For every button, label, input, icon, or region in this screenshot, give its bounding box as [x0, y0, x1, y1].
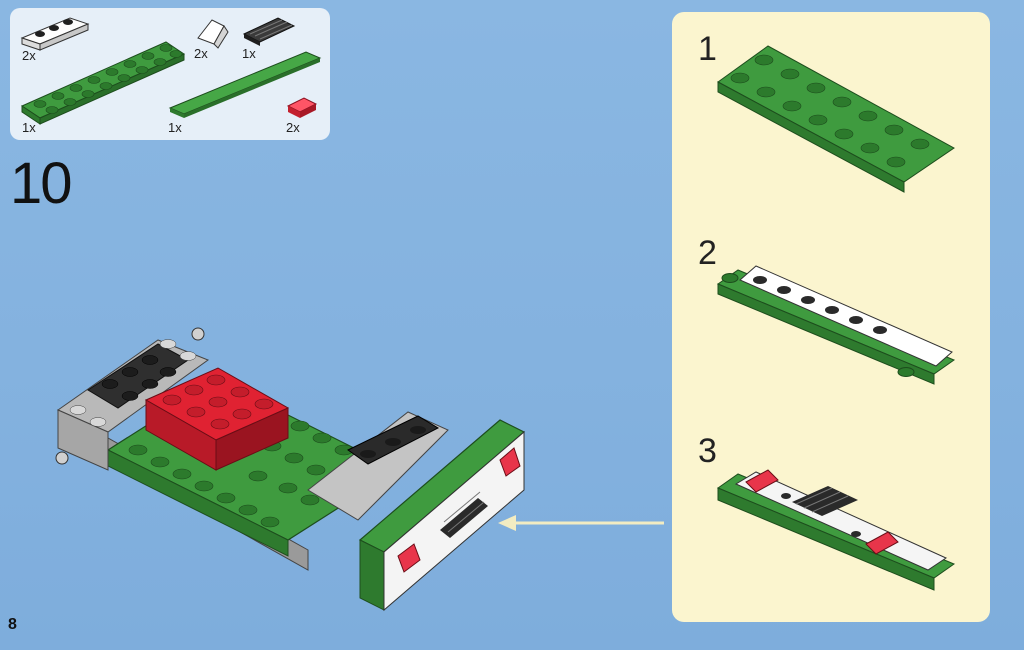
sub-step-2-number: 2 — [698, 234, 717, 272]
green-plate-2x8-icon — [20, 41, 186, 125]
qty-green-tile: 1x — [168, 120, 182, 135]
green-plate-assembly-icon — [717, 45, 955, 193]
qty-red-tile: 2x — [286, 120, 300, 135]
qty-black-grille: 1x — [242, 46, 256, 61]
red-transparent-tile-icon — [286, 97, 318, 118]
parts-list-box: 2x 2x 1x 1x 1x — [10, 8, 330, 140]
car-model-icon — [55, 327, 526, 612]
white-plate-1x3-icon — [20, 17, 90, 51]
white-slope-icon — [197, 19, 229, 49]
attach-arrow-icon — [498, 515, 664, 531]
qty-green-plate: 1x — [22, 120, 36, 135]
sub-assembly-panel: 1 2 3 — [672, 12, 990, 622]
black-grille-tile-icon — [242, 17, 296, 46]
qty-white-plate: 2x — [22, 48, 36, 63]
green-tile-1x8-icon — [168, 51, 322, 118]
sub-step-3-number: 3 — [698, 432, 717, 470]
front-bumper-assembly-icon — [716, 469, 956, 591]
page-number: 8 — [8, 616, 17, 633]
qty-white-slope: 2x — [194, 46, 208, 61]
sub-step-1-number: 1 — [698, 30, 717, 68]
plate-with-white-studs-icon — [716, 265, 956, 385]
step-number: 10 — [10, 151, 72, 216]
